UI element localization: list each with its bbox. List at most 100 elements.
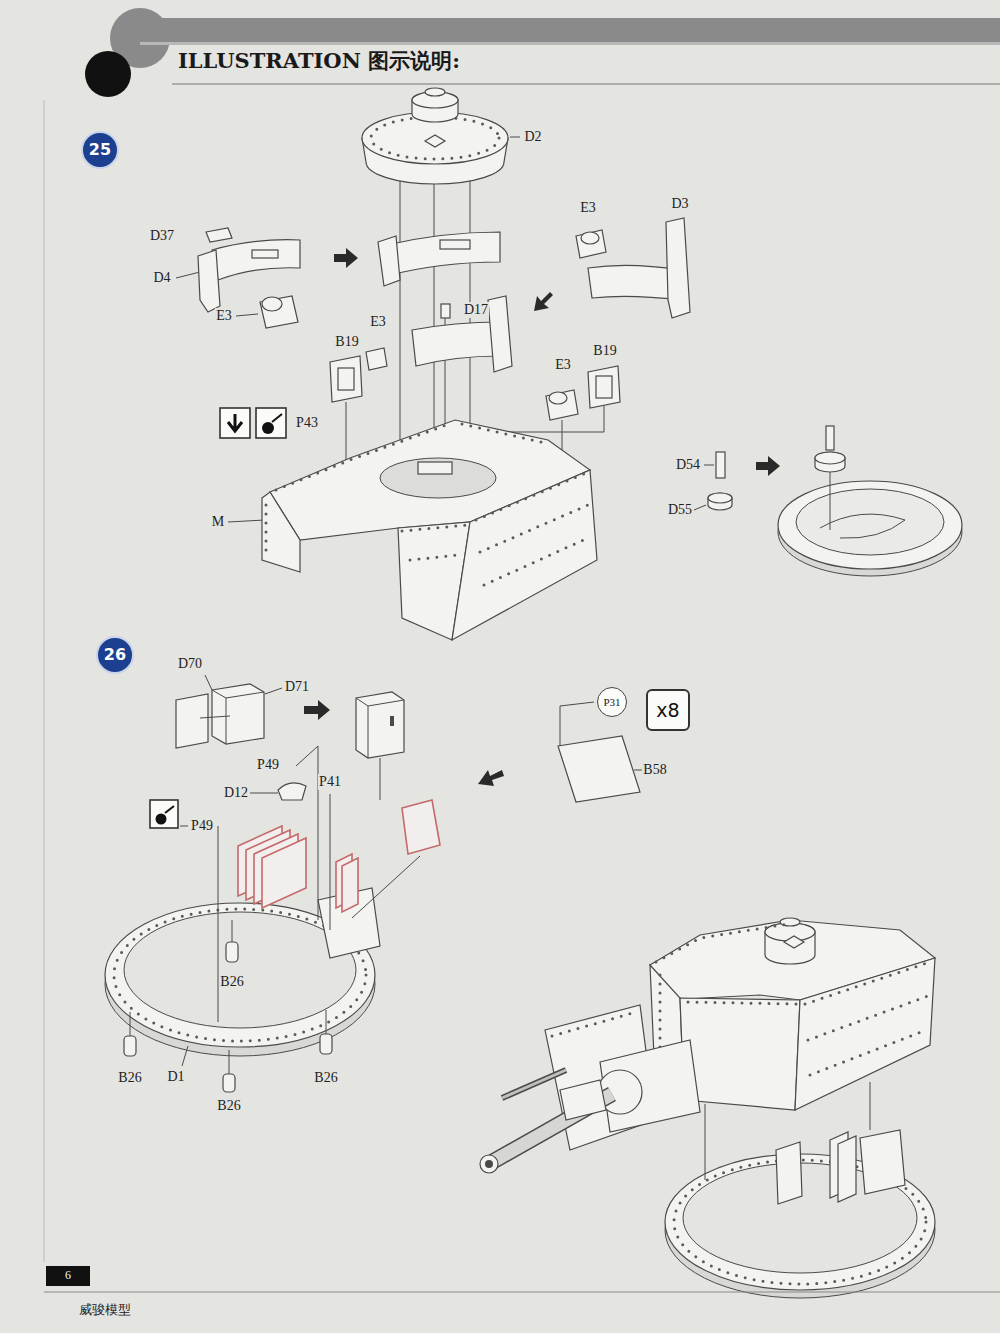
clip-b26 xyxy=(226,942,238,962)
turret-top-d2 xyxy=(425,88,445,96)
assembled-turret xyxy=(560,1080,606,1120)
part-number: B26 xyxy=(219,974,244,989)
assembled-turret xyxy=(656,924,788,962)
turret-ring-d1 xyxy=(105,888,380,1056)
brand-name: 威骏模型 xyxy=(78,1303,132,1317)
part-d54-d55 xyxy=(716,452,725,478)
page-number-bar xyxy=(44,1266,1000,1292)
part-number: D55 xyxy=(667,502,693,517)
ammo-rack xyxy=(342,858,358,912)
part-d4-group xyxy=(212,240,300,280)
instruction-icons xyxy=(256,408,286,438)
assembled-turret xyxy=(795,958,935,1110)
clip-b26 xyxy=(130,1012,131,1036)
part-number: D2 xyxy=(523,129,542,144)
instruction-icons xyxy=(220,408,250,438)
part-number: D17 xyxy=(463,302,489,317)
part-number: B58 xyxy=(642,762,667,777)
part-d54-d55 xyxy=(796,489,944,555)
part-d4-group xyxy=(262,297,282,311)
page-header xyxy=(85,51,131,97)
assembled-turret xyxy=(502,1070,566,1098)
assembled-turret xyxy=(838,1136,856,1202)
part-number: B26 xyxy=(117,1070,142,1085)
hull-part-m xyxy=(402,525,468,531)
hull-part-m xyxy=(484,537,590,585)
part-e3-b19-right xyxy=(588,366,620,408)
plate-b58 xyxy=(558,736,640,802)
part-d70-d71 xyxy=(356,692,404,758)
part-d3-group xyxy=(588,265,680,300)
icon-glue xyxy=(150,800,188,828)
part-e3-b19-right xyxy=(546,390,578,420)
assembly-lines xyxy=(434,166,435,466)
page-number-bar xyxy=(46,1266,90,1286)
node-text: x8 xyxy=(656,700,679,721)
instruction-icons xyxy=(228,414,242,431)
part-number: D54 xyxy=(675,457,701,472)
clip-b26 xyxy=(229,1050,230,1074)
node-text: P31 xyxy=(603,696,620,708)
part-d70-d71 xyxy=(176,694,208,748)
part-d4-group xyxy=(198,228,358,328)
part-number: E3 xyxy=(554,357,572,372)
part-d4-group xyxy=(252,250,278,258)
part-d54-d55 xyxy=(830,472,831,530)
part-center-group xyxy=(488,296,512,372)
part-number: B26 xyxy=(216,1098,241,1113)
page-header xyxy=(44,8,1000,1262)
part-number: D70 xyxy=(177,656,203,671)
hull-part-m xyxy=(265,505,268,556)
ammo-rack xyxy=(262,838,306,908)
assembled-turret xyxy=(688,1002,796,1004)
ammo-rack xyxy=(352,856,420,918)
part-callout-circle: P31 xyxy=(597,687,627,717)
assembled-turret xyxy=(805,962,930,1004)
part-d3-group xyxy=(534,292,553,311)
part-number: P43 xyxy=(295,415,319,430)
ammo-rack xyxy=(402,800,440,854)
part-number: P49 xyxy=(190,818,214,833)
ammo-rack xyxy=(278,783,306,800)
part-d70-d71 xyxy=(380,758,381,800)
part-center-group xyxy=(338,368,354,390)
plate-b58 xyxy=(558,702,642,802)
part-number: D71 xyxy=(284,679,310,694)
part-d54-d55 xyxy=(708,493,732,510)
part-d3-group xyxy=(581,232,599,244)
part-d54-d55 xyxy=(815,452,845,472)
hull-part-m xyxy=(262,492,300,572)
clip-b26 xyxy=(320,1034,332,1054)
part-d54-d55 xyxy=(694,505,706,510)
turret-top-d2 xyxy=(425,135,445,147)
part-d54-d55 xyxy=(826,426,834,450)
step-number: 25 xyxy=(81,131,119,169)
part-center-group xyxy=(366,348,387,370)
page-header xyxy=(172,84,1000,85)
assembled-turret xyxy=(680,998,800,1110)
part-number: P49 xyxy=(256,757,280,772)
part-d70-d71 xyxy=(390,716,394,726)
ammo-rack xyxy=(296,746,318,766)
hull-part-m xyxy=(262,420,597,640)
part-number: D1 xyxy=(166,1069,185,1084)
part-center-group xyxy=(330,232,512,402)
part-number: B26 xyxy=(313,1070,338,1085)
icon-glue xyxy=(150,800,178,828)
part-d54-d55 xyxy=(778,481,962,569)
part-d70-d71 xyxy=(200,716,230,718)
turret-top-d2 xyxy=(371,117,499,159)
part-d4-group xyxy=(206,228,232,242)
ammo-rack xyxy=(250,793,278,794)
instruction-icons xyxy=(272,414,282,422)
node-text: 26 xyxy=(104,646,126,664)
part-d4-group xyxy=(334,248,358,268)
part-number: B19 xyxy=(592,343,617,358)
part-d70-d71 xyxy=(176,675,504,800)
part-d70-d71 xyxy=(212,684,264,744)
part-d3-group xyxy=(534,218,690,318)
icon-glue xyxy=(180,826,188,827)
